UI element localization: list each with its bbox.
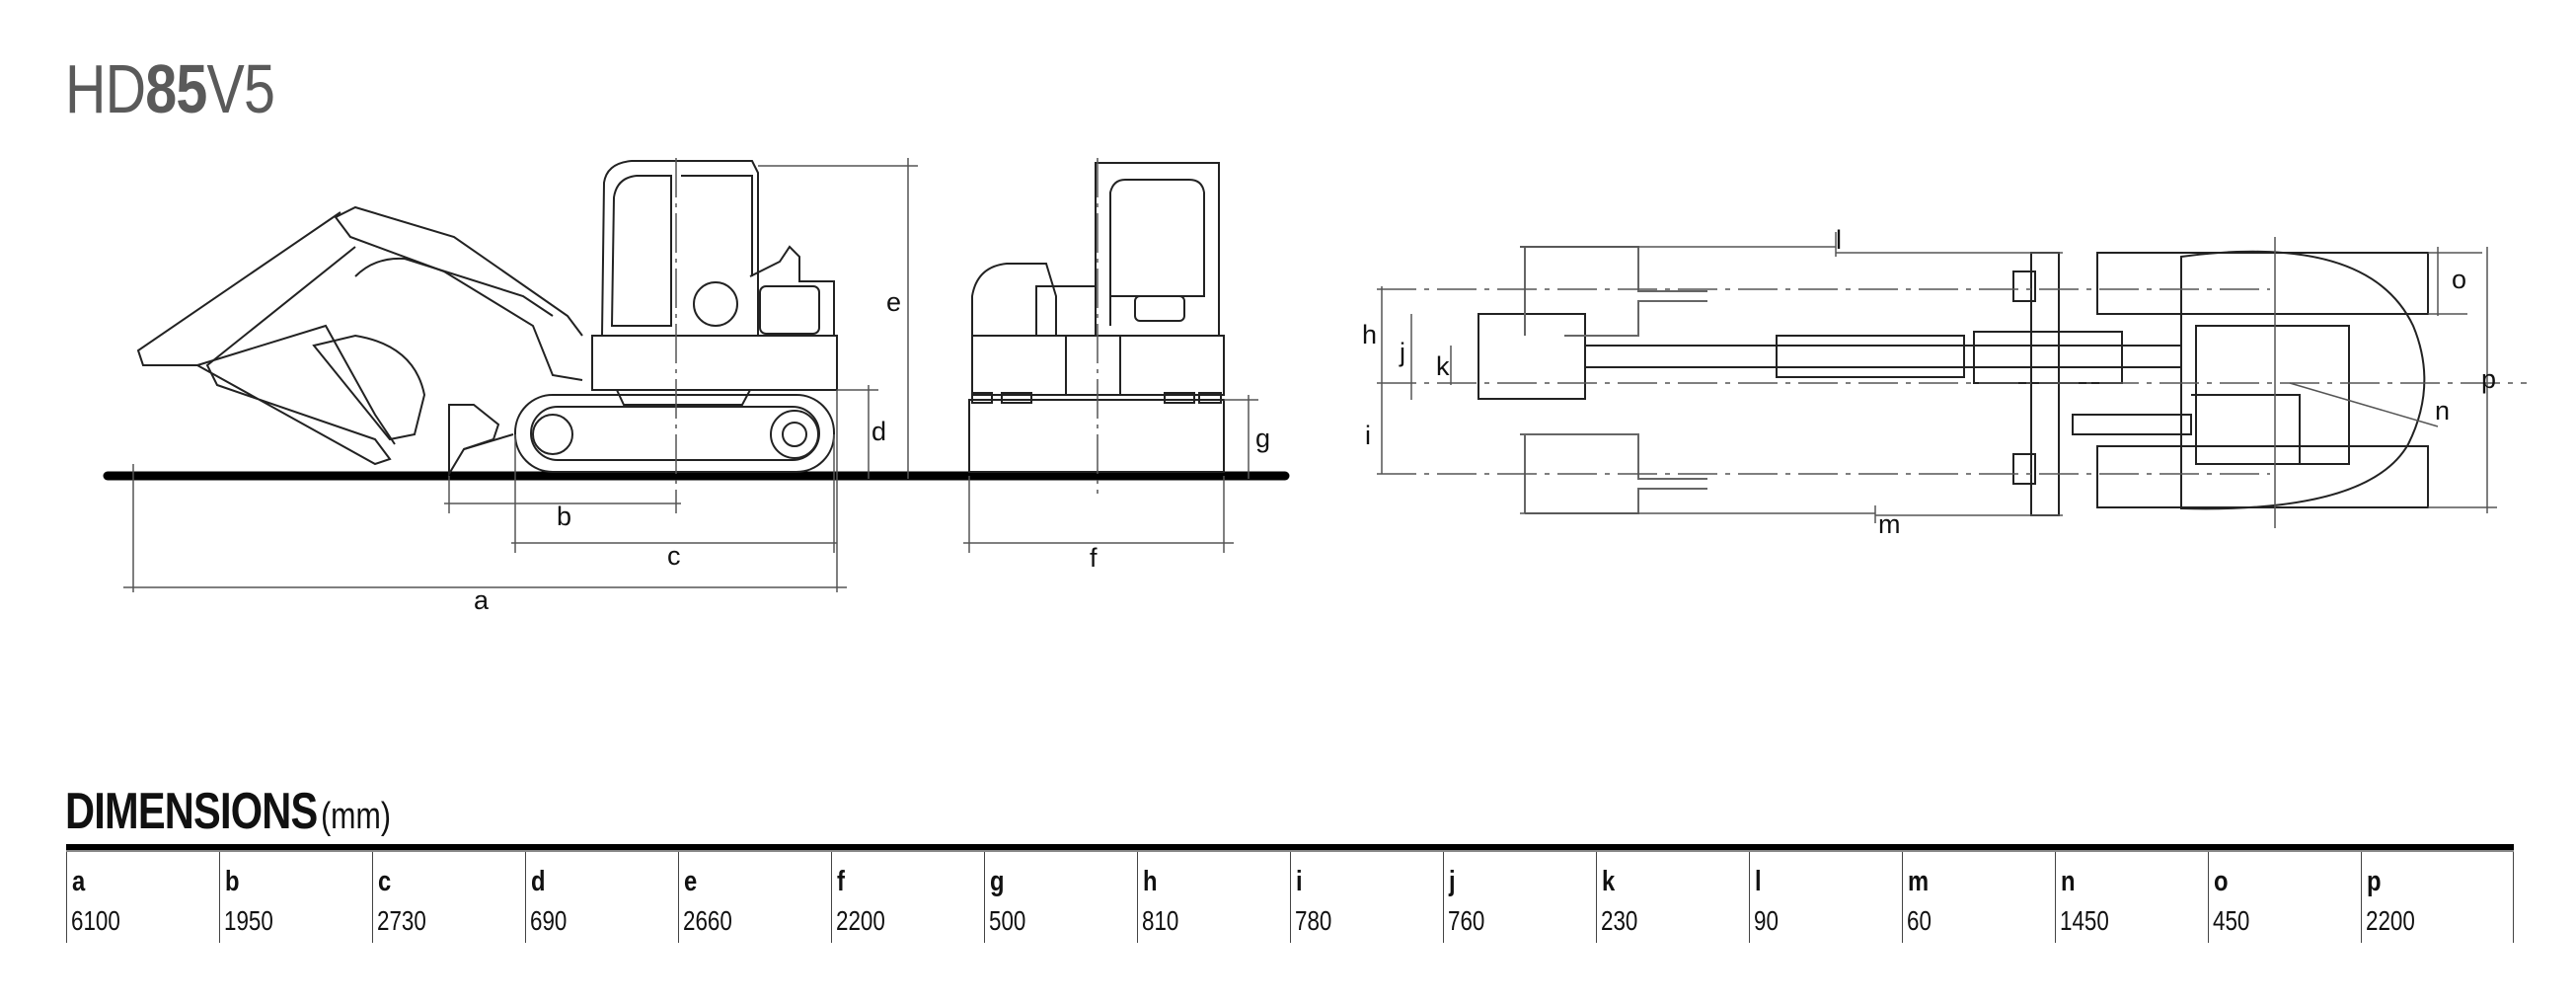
dimension-value: 780: [1295, 905, 1332, 936]
dimension-key: a: [72, 866, 86, 897]
dimension-value: 500: [989, 905, 1026, 936]
dimension-column-o: o 450: [2208, 852, 2361, 943]
label-n: n: [2435, 396, 2450, 425]
label-l: l: [1836, 225, 1842, 255]
front-body: [971, 335, 1225, 396]
top-upper-structure: [2180, 250, 2426, 510]
top-view-excavator: [1477, 246, 2429, 516]
dimension-column-g: g 500: [984, 852, 1137, 943]
dimensions-heading: DIMENSIONS (mm): [65, 782, 391, 841]
dimension-key: m: [1908, 866, 1930, 897]
side-bucket: [312, 334, 426, 441]
label-h: h: [1362, 320, 1377, 349]
dimension-column-b: b 1950: [219, 852, 372, 943]
dimension-value: 2730: [377, 905, 426, 936]
dimension-column-j: j 760: [1443, 852, 1596, 943]
dimension-value: 810: [1142, 905, 1179, 936]
top-track-lower: [2096, 445, 2429, 508]
dimension-value: 1950: [224, 905, 273, 936]
label-f: f: [1090, 543, 1098, 573]
dimension-value: 230: [1601, 905, 1638, 936]
dimension-key: b: [225, 866, 240, 897]
dimension-key: f: [837, 866, 845, 897]
top-bucket-ghost-upper: [1520, 246, 1707, 337]
dimension-key: i: [1296, 866, 1303, 897]
dimension-key: h: [1143, 866, 1158, 897]
label-e: e: [886, 287, 901, 317]
dimension-column-c: c 2730: [372, 852, 525, 943]
dimension-value: 2660: [683, 905, 732, 936]
front-view-excavator: [968, 162, 1225, 473]
dimension-value: 1450: [2060, 905, 2109, 936]
dimension-value: 6100: [71, 905, 120, 936]
front-cab: [1095, 162, 1220, 336]
side-dimension-lines: [123, 158, 918, 592]
dimension-value: 2200: [836, 905, 885, 936]
label-d: d: [871, 417, 886, 446]
model-title: HD85V5: [65, 49, 275, 128]
dimension-column-e: e 2660: [678, 852, 831, 943]
dimension-column-i: i 780: [1290, 852, 1443, 943]
side-boom: [334, 205, 583, 381]
label-j: j: [1399, 338, 1405, 367]
label-p: p: [2481, 364, 2496, 394]
label-a: a: [474, 585, 490, 615]
dimension-column-l: l 90: [1749, 852, 1902, 943]
model-title-prefix: HD: [65, 50, 146, 127]
side-view-excavator: [103, 160, 1290, 481]
dimension-value: 60: [1907, 905, 1932, 936]
dimension-column-p: p 2200: [2361, 852, 2514, 943]
dimensions-unit: (mm): [321, 796, 391, 837]
dimension-key: o: [2214, 866, 2229, 897]
top-arm: [1584, 345, 2182, 368]
dimension-value: 690: [530, 905, 568, 936]
dimension-value: 450: [2213, 905, 2250, 936]
top-track-upper: [2096, 252, 2429, 315]
dimension-column-d: d 690: [525, 852, 678, 943]
label-c: c: [667, 541, 681, 571]
label-g: g: [1255, 424, 1270, 453]
label-b: b: [557, 502, 571, 531]
dimension-key: l: [1755, 866, 1762, 897]
dimension-column-n: n 1450: [2055, 852, 2208, 943]
top-bucket: [1477, 313, 1586, 400]
dimension-key: e: [684, 866, 698, 897]
dimension-key: c: [378, 866, 392, 897]
dimension-key: n: [2061, 866, 2076, 897]
front-blade: [968, 399, 1225, 473]
dimensions-title: DIMENSIONS: [65, 783, 318, 840]
dimension-key: j: [1449, 866, 1456, 897]
dimension-column-m: m 60: [1902, 852, 2055, 943]
label-k: k: [1436, 351, 1450, 381]
dimension-column-k: k 230: [1596, 852, 1749, 943]
dimensions-table: a 6100 b 1950 c 2730 d 690 e 2660 f 2200 g 500 h 810 i 78…: [66, 844, 2514, 943]
dimension-column-a: a 6100: [66, 852, 219, 943]
side-track: [514, 394, 835, 473]
label-i: i: [1365, 421, 1371, 450]
side-upper-body: [591, 335, 838, 391]
dimension-key: d: [531, 866, 546, 897]
side-blade: [448, 404, 500, 478]
dimension-value: 90: [1754, 905, 1779, 936]
label-o: o: [2452, 265, 2466, 294]
dimension-key: g: [990, 866, 1005, 897]
side-cab: [601, 160, 759, 337]
dimension-value: 760: [1448, 905, 1485, 936]
model-title-number: 85: [145, 50, 207, 127]
dimension-key: k: [1602, 866, 1616, 897]
dimension-key: p: [2367, 866, 2382, 897]
side-arm: [136, 211, 392, 466]
front-dimension-lines: [963, 158, 1258, 553]
table-top-rule: [66, 844, 2514, 852]
model-title-suffix: V5: [206, 50, 275, 127]
label-m: m: [1878, 509, 1901, 539]
top-dimension-lines: [1377, 232, 2527, 528]
dimension-column-h: h 810: [1137, 852, 1290, 943]
dimension-value: 2200: [2366, 905, 2415, 936]
dimension-drawings: e d a b c g f: [103, 158, 2527, 615]
dimension-column-f: f 2200: [831, 852, 984, 943]
